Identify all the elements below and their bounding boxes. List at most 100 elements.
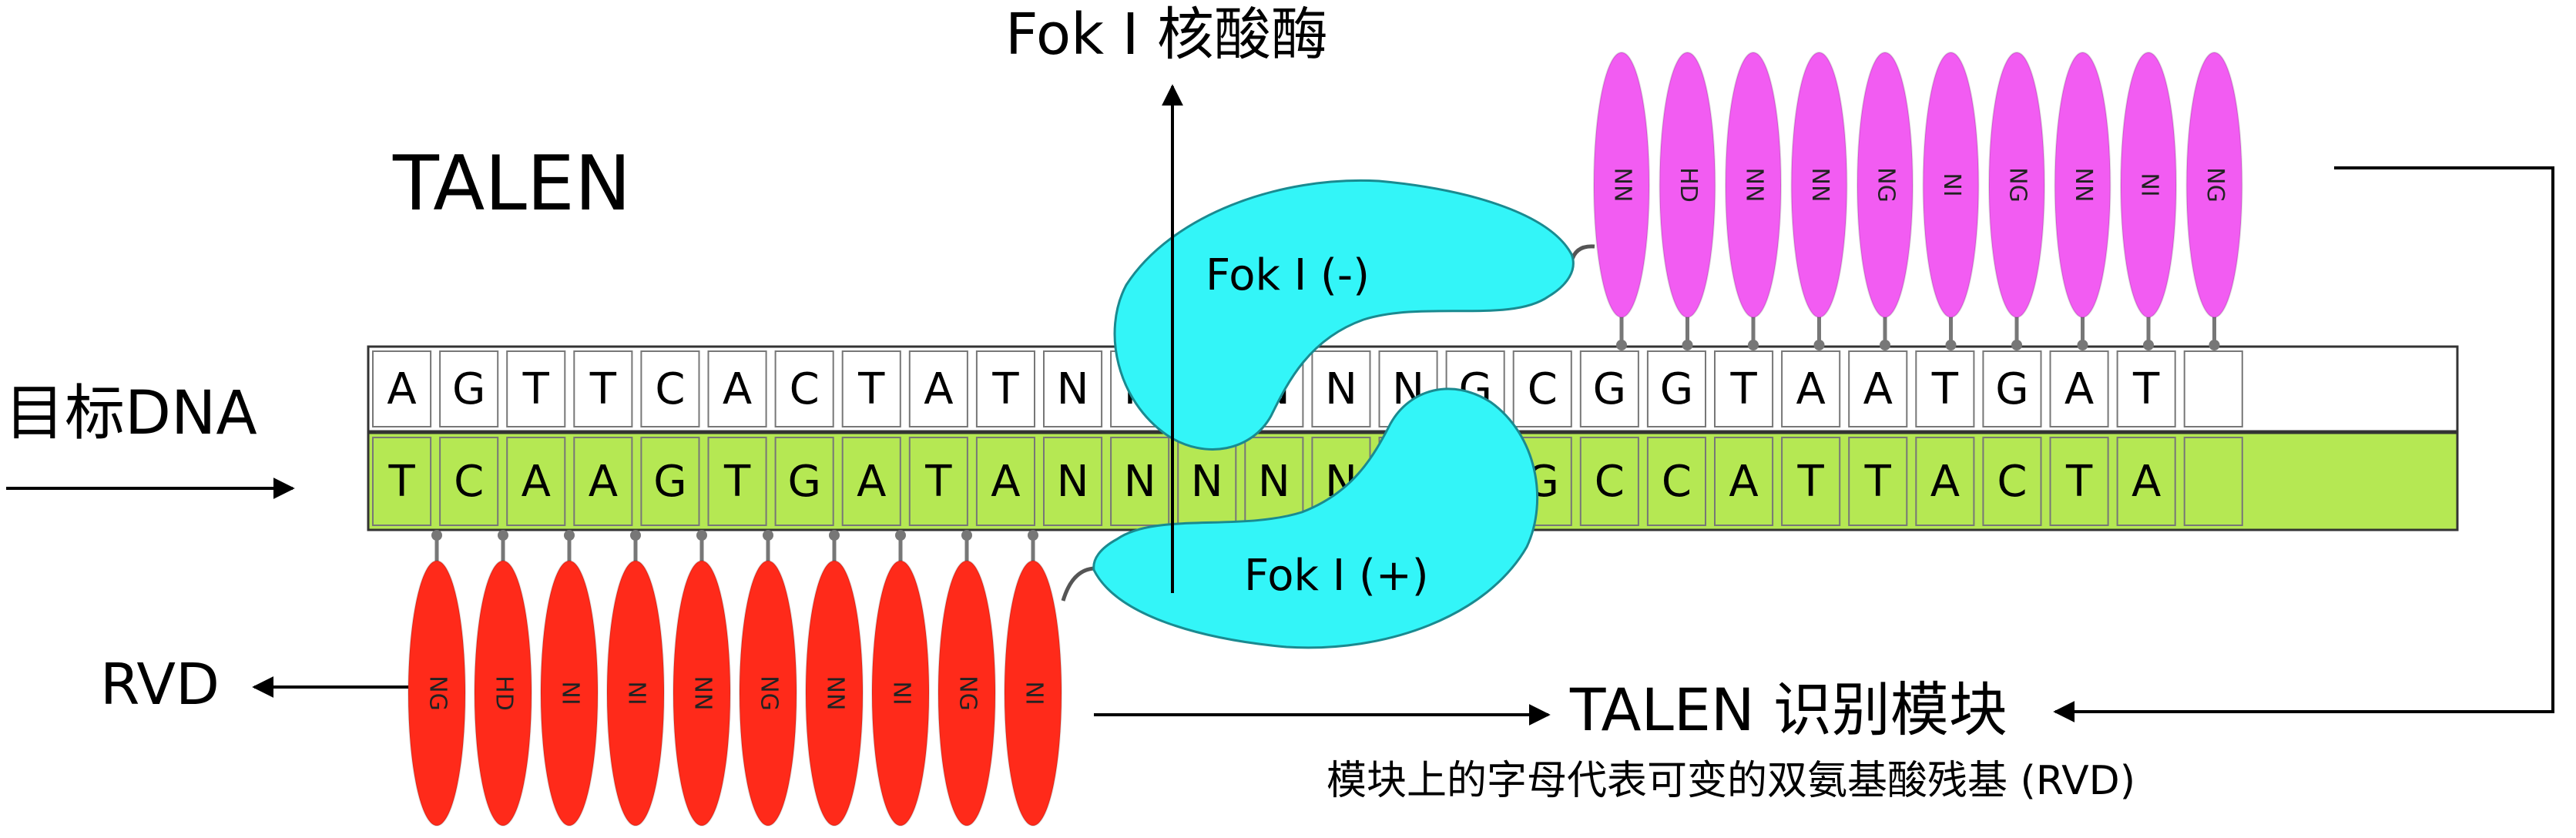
top-strand-base: A bbox=[387, 364, 416, 414]
bottom-strand-base: A bbox=[1729, 457, 1758, 507]
lower-rvd-label: NN bbox=[689, 676, 716, 711]
bottom-strand-base: T bbox=[1864, 457, 1892, 507]
top-strand-base-box bbox=[2183, 350, 2243, 427]
bottom-strand-base-box bbox=[1579, 437, 1639, 526]
fokI-plus-domain bbox=[1092, 387, 1539, 649]
lower-stalk-knob bbox=[696, 530, 707, 541]
bottom-strand-base-box bbox=[707, 437, 767, 526]
top-strand-base: T bbox=[589, 364, 617, 414]
lower-module bbox=[805, 560, 864, 826]
upper-stalk-knob bbox=[2209, 340, 2220, 350]
upper-module bbox=[1988, 52, 2045, 318]
top-strand-base-box bbox=[1982, 350, 2042, 427]
lower-module bbox=[937, 560, 996, 826]
bottom-strand-base: T bbox=[387, 457, 415, 507]
top-strand-base: C bbox=[1528, 364, 1558, 414]
upper-module bbox=[1857, 52, 1914, 318]
lower-stalk-knob bbox=[431, 530, 442, 541]
bottom-strand-base-box bbox=[439, 437, 499, 526]
top-strand-base-box bbox=[2049, 350, 2109, 427]
lower-module bbox=[540, 560, 599, 826]
top-strand-base: N bbox=[1325, 364, 1357, 414]
bottom-strand-base-box bbox=[372, 437, 432, 526]
bottom-strand-base: N bbox=[1258, 457, 1290, 507]
top-strand-base-box bbox=[2116, 350, 2176, 427]
lower-stalk-knob bbox=[895, 530, 906, 541]
module-label: TALEN 识别模块 bbox=[1570, 675, 2007, 744]
top-strand-base: A bbox=[1796, 364, 1825, 414]
upper-stalk-knob bbox=[1616, 340, 1627, 350]
top-strand-base: T bbox=[1729, 364, 1757, 414]
top-strand-base-box bbox=[1646, 350, 1706, 427]
fokI-plus-label: Fok I (+) bbox=[1244, 551, 1429, 601]
lower-rvd-label: NI bbox=[557, 681, 584, 705]
bottom-strand-base-box bbox=[2116, 437, 2176, 526]
bottom-strand-base-box bbox=[506, 437, 566, 526]
upper-stalk-knob bbox=[1682, 340, 1693, 350]
lower-rvd-label: NG bbox=[424, 675, 451, 711]
lower-rvd-label: NI bbox=[623, 681, 650, 705]
upper-module bbox=[2054, 52, 2111, 318]
upper-stalk-knob bbox=[1945, 340, 1957, 350]
bottom-strand-base: G bbox=[653, 457, 686, 507]
lower-stalk-knob bbox=[630, 530, 641, 541]
top-strand-base: A bbox=[1863, 364, 1893, 414]
bottom-strand-base-box bbox=[1915, 437, 1975, 526]
lower-stalk-knob bbox=[564, 530, 575, 541]
upper-stalk-knob bbox=[1813, 340, 1825, 350]
bottom-strand-base-box bbox=[841, 437, 901, 526]
top-strand-base: A bbox=[2064, 364, 2094, 414]
bottom-strand-base: C bbox=[1997, 457, 2027, 507]
bottom-strand-base-box bbox=[1043, 437, 1103, 526]
fokI-nuclease-label: Fok I 核酸酶 bbox=[1005, 2, 1328, 68]
upper-rvd-label: NN bbox=[1806, 168, 1833, 203]
lower-module bbox=[474, 560, 532, 826]
bottom-strand-base: A bbox=[522, 457, 551, 507]
top-strand-base-box bbox=[1781, 350, 1841, 427]
top-strand-base-box bbox=[1512, 350, 1572, 427]
lower-module bbox=[739, 560, 797, 826]
lower-module bbox=[871, 560, 930, 826]
lower-stalk-knob bbox=[1028, 530, 1038, 541]
lower-module bbox=[673, 560, 731, 826]
top-strand-base: T bbox=[991, 364, 1019, 414]
top-strand-base-box bbox=[1714, 350, 1774, 427]
top-strand-base-box bbox=[908, 350, 968, 427]
module-caption: 模块上的字母代表可变的双氨基酸残基 (RVD) bbox=[1327, 758, 2136, 804]
diagram-title: TALEN bbox=[393, 140, 632, 228]
lower-stalk-knob bbox=[498, 530, 508, 541]
upper-rvd-label: HD bbox=[1675, 167, 1702, 203]
upper-module bbox=[1790, 52, 1848, 318]
bottom-strand-base-box bbox=[640, 437, 700, 526]
bottom-strand-base: A bbox=[857, 457, 886, 507]
lower-module bbox=[1004, 560, 1062, 826]
top-strand-base-box bbox=[1915, 350, 1975, 427]
bottom-strand-base: C bbox=[1595, 457, 1625, 507]
lower-rvd-label: NG bbox=[954, 675, 981, 711]
upper-rvd-label: NG bbox=[2004, 167, 2031, 203]
upper-linker bbox=[1569, 244, 1595, 263]
top-strand-base-box bbox=[640, 350, 700, 427]
bottom-strand-base-box bbox=[1714, 437, 1774, 526]
top-strand-base: A bbox=[723, 364, 752, 414]
bottom-strand-base-box bbox=[1646, 437, 1706, 526]
top-strand-base: T bbox=[1931, 364, 1959, 414]
lower-rvd-label: HD bbox=[491, 675, 518, 711]
bottom-strand-base-box bbox=[908, 437, 968, 526]
bottom-strand-base: A bbox=[1930, 457, 1960, 507]
upper-module bbox=[1725, 52, 1782, 318]
bottom-strand-base: G bbox=[787, 457, 820, 507]
bottom-strand-base: C bbox=[1662, 457, 1692, 507]
bottom-strand-base-box bbox=[573, 437, 633, 526]
bottom-strand-base-box bbox=[2183, 437, 2243, 526]
rvd-label: RVD bbox=[100, 652, 220, 718]
top-strand-base: A bbox=[924, 364, 953, 414]
bottom-strand-base-box bbox=[1110, 437, 1170, 526]
target-dna-label: 目标DNA bbox=[5, 379, 257, 448]
upper-stalk-knob bbox=[2143, 340, 2154, 350]
fokI-minus-label: Fok I (-) bbox=[1206, 250, 1370, 300]
bottom-strand-base: N bbox=[1191, 457, 1223, 507]
upper-stalk-knob bbox=[2077, 340, 2088, 350]
upper-stalk-knob bbox=[1748, 340, 1759, 350]
